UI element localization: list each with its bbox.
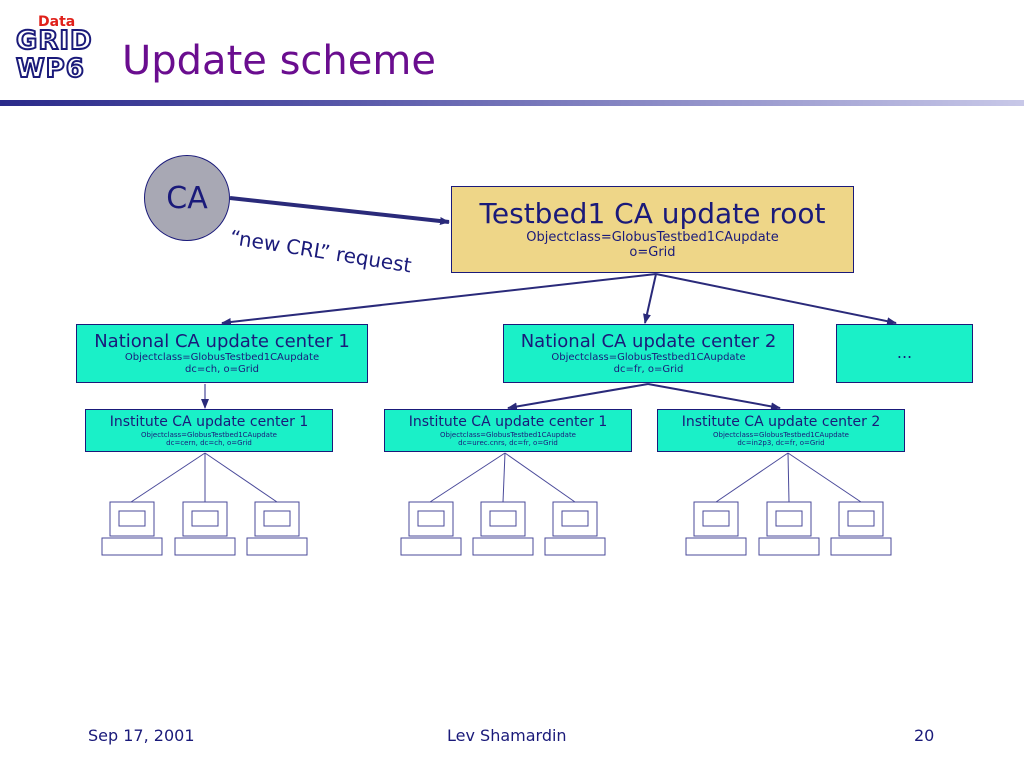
desktop-computer-icon <box>400 501 462 556</box>
institute-center-objectclass: Objectclass=GlobusTestbed1CAupdate <box>713 430 849 439</box>
institute-center-in2p3-box: Institute CA update center 2 Objectclass… <box>657 409 905 452</box>
national-center-dn: dc=fr, o=Grid <box>613 363 684 375</box>
desktop-computer-icon <box>101 501 163 556</box>
ca-node-label: CA <box>166 180 208 216</box>
institute-center-objectclass: Objectclass=GlobusTestbed1CAupdate <box>141 430 277 439</box>
footer-date: Sep 17, 2001 <box>88 726 195 745</box>
national-2-to-institute-2-arrow <box>647 383 781 411</box>
national-center-objectclass: Objectclass=GlobusTestbed1CAupdate <box>124 352 320 364</box>
national-center-dn: dc=ch, o=Grid <box>185 363 259 375</box>
title-underline-bar <box>0 100 1024 106</box>
institute-center-dn: dc=cern, dc=ch, o=Grid <box>166 438 252 447</box>
institute-center-dn: dc=in2p3, dc=fr, o=Grid <box>737 438 825 447</box>
datagrid-wp6-logo: Data GRID WP6 <box>14 14 104 86</box>
slide-title: Update scheme <box>122 38 436 84</box>
national-center-title: National CA update center 2 <box>520 330 777 352</box>
institute-center-dn: dc=urec.cnrs, dc=fr, o=Grid <box>458 438 558 447</box>
footer-page-number: 20 <box>914 726 935 745</box>
desktop-computer-icon <box>758 501 820 556</box>
national-center-2-box: National CA update center 2 Objectclass=… <box>503 324 794 383</box>
desktop-computer-icon <box>246 501 308 556</box>
institute-center-title: Institute CA update center 1 <box>408 414 608 431</box>
update-root-objectclass: Objectclass=GlobusTestbed1CAupdate <box>526 229 779 245</box>
logo-data-text: Data <box>38 14 76 30</box>
institute-center-objectclass: Objectclass=GlobusTestbed1CAupdate <box>440 430 576 439</box>
institute-to-computer-lines <box>130 452 862 503</box>
root-to-national-1-arrow <box>221 273 657 326</box>
institute-center-urec-box: Institute CA update center 1 Objectclass… <box>384 409 632 452</box>
national-center-title: National CA update center 1 <box>94 330 350 352</box>
desktop-computer-icon <box>174 501 236 556</box>
more-centers-ellipsis: ... <box>896 343 913 363</box>
institute-center-cern-box: Institute CA update center 1 Objectclass… <box>85 409 333 452</box>
update-root-dn: o=Grid <box>629 244 676 260</box>
institute-center-title: Institute CA update center 2 <box>681 414 881 431</box>
root-to-ellipsis-arrow <box>655 273 897 326</box>
ca-node: CA <box>144 155 230 241</box>
institute-center-title: Institute CA update center 1 <box>109 414 309 431</box>
desktop-computer-icon <box>685 501 747 556</box>
update-root-box: Testbed1 CA update root Objectclass=Glob… <box>451 186 854 273</box>
desktop-computer-icon <box>472 501 534 556</box>
update-root-title: Testbed1 CA update root <box>479 197 826 231</box>
ca-request-arrow <box>229 196 450 225</box>
desktop-computer-icon <box>830 501 892 556</box>
logo-wp6-text: WP6 <box>15 53 85 85</box>
national-2-to-institute-1-arrow <box>507 383 649 411</box>
desktop-computer-icon <box>544 501 606 556</box>
national-center-1-box: National CA update center 1 Objectclass=… <box>76 324 368 383</box>
logo-grid-text: GRID <box>15 25 93 57</box>
national-center-objectclass: Objectclass=GlobusTestbed1CAupdate <box>551 352 746 364</box>
footer-author: Lev Shamardin <box>447 726 567 745</box>
more-centers-box: ... <box>836 324 973 383</box>
root-to-national-2-arrow <box>643 273 657 324</box>
